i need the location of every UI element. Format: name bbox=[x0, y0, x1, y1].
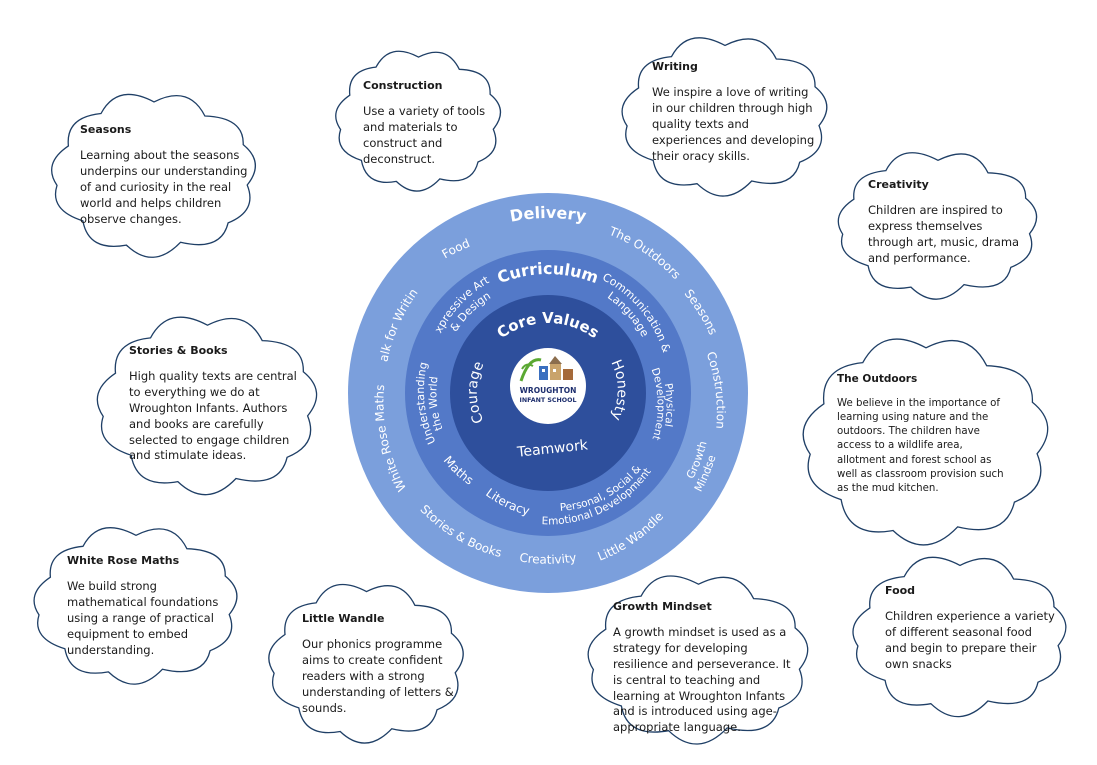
cloud-title: Growth Mindset bbox=[613, 600, 712, 613]
cloud-outline-writing bbox=[621, 37, 828, 197]
cloud-title: Stories & Books bbox=[129, 344, 228, 357]
cloud-outline-stories-books bbox=[96, 316, 318, 496]
cloud-body: High quality texts are central to everyt… bbox=[129, 369, 297, 463]
cloud-title: Construction bbox=[363, 79, 443, 92]
cloud-outline-food bbox=[852, 556, 1067, 718]
cloud-outline-construction bbox=[335, 50, 502, 192]
svg-text:Honesty: Honesty bbox=[608, 358, 630, 423]
cloud-body: Our phonics programme aims to create con… bbox=[302, 637, 454, 715]
logo-text-line1: WROUGHTON bbox=[520, 386, 577, 395]
core-value-honesty: Honesty bbox=[608, 358, 630, 423]
cloud-outline-white-rose-maths bbox=[33, 527, 238, 685]
cloud-seasons: Seasons Learning about the seasons under… bbox=[80, 123, 255, 227]
logo-text-line2: INFANT SCHOOL bbox=[520, 397, 577, 404]
cloud-growth-mindset: Growth Mindset A growth mindset is used … bbox=[613, 600, 797, 736]
svg-text:Creativity: Creativity bbox=[519, 550, 578, 566]
cloud-outline-outdoors bbox=[802, 338, 1049, 546]
cloud-title: Seasons bbox=[80, 123, 132, 136]
svg-text:Physical: Physical bbox=[662, 382, 676, 427]
cloud-title: Little Wandle bbox=[302, 612, 385, 625]
cloud-body: Children experience a variety of differe… bbox=[885, 609, 1055, 671]
core-value-teamwork: Teamwork bbox=[516, 437, 590, 461]
cloud-body: Learning about the seasons underpins our… bbox=[80, 148, 248, 226]
svg-text:Courage: Courage bbox=[465, 359, 488, 426]
cloud-outdoors: The Outdoors We believe in the importanc… bbox=[837, 373, 1013, 497]
cloud-title: Creativity bbox=[868, 178, 929, 191]
cloud-body: We build strong mathematical foundations… bbox=[67, 579, 219, 657]
cloud-outline-seasons bbox=[51, 93, 256, 258]
delivery-creativity: Creativity bbox=[519, 550, 578, 566]
cloud-construction: Construction Use a variety of tools and … bbox=[363, 79, 493, 168]
cloud-food: Food Children experience a variety of di… bbox=[885, 584, 1055, 673]
cloud-title: White Rose Maths bbox=[67, 554, 180, 567]
cloud-body: We believe in the importance of learning… bbox=[837, 397, 1004, 495]
delivery-title: Delivery bbox=[508, 203, 588, 226]
cloud-little-wandle: Little Wandle Our phonics programme aims… bbox=[302, 612, 462, 716]
cloud-body: Use a variety of tools and materials to … bbox=[363, 104, 486, 166]
cloud-body: We inspire a love of writing in our chil… bbox=[652, 85, 815, 163]
cloud-title: The Outdoors bbox=[837, 373, 918, 385]
cloud-writing: Writing We inspire a love of writing in … bbox=[652, 60, 822, 164]
cloud-title: Food bbox=[885, 584, 916, 597]
cloud-white-rose-maths: White Rose Maths We build strong mathema… bbox=[67, 554, 232, 658]
cloud-title: Writing bbox=[652, 60, 698, 73]
cloud-creativity: Creativity Children are inspired to expr… bbox=[868, 178, 1026, 267]
cloud-body: Children are inspired to express themsel… bbox=[868, 203, 1020, 265]
cloud-outline-little-wandle bbox=[268, 583, 464, 744]
cloud-outline-creativity bbox=[837, 152, 1038, 300]
core-value-courage: Courage bbox=[465, 359, 488, 426]
school-logo: WROUGHTON INFANT SCHOOL bbox=[510, 348, 586, 424]
cloud-body: A growth mindset is used as a strategy f… bbox=[613, 625, 791, 735]
svg-text:Delivery: Delivery bbox=[508, 203, 588, 226]
cloud-outline-growth-mindset bbox=[587, 575, 809, 745]
curriculum-physical-line1: Physical bbox=[662, 382, 676, 427]
cloud-stories-books: Stories & Books High quality texts are c… bbox=[129, 344, 309, 464]
